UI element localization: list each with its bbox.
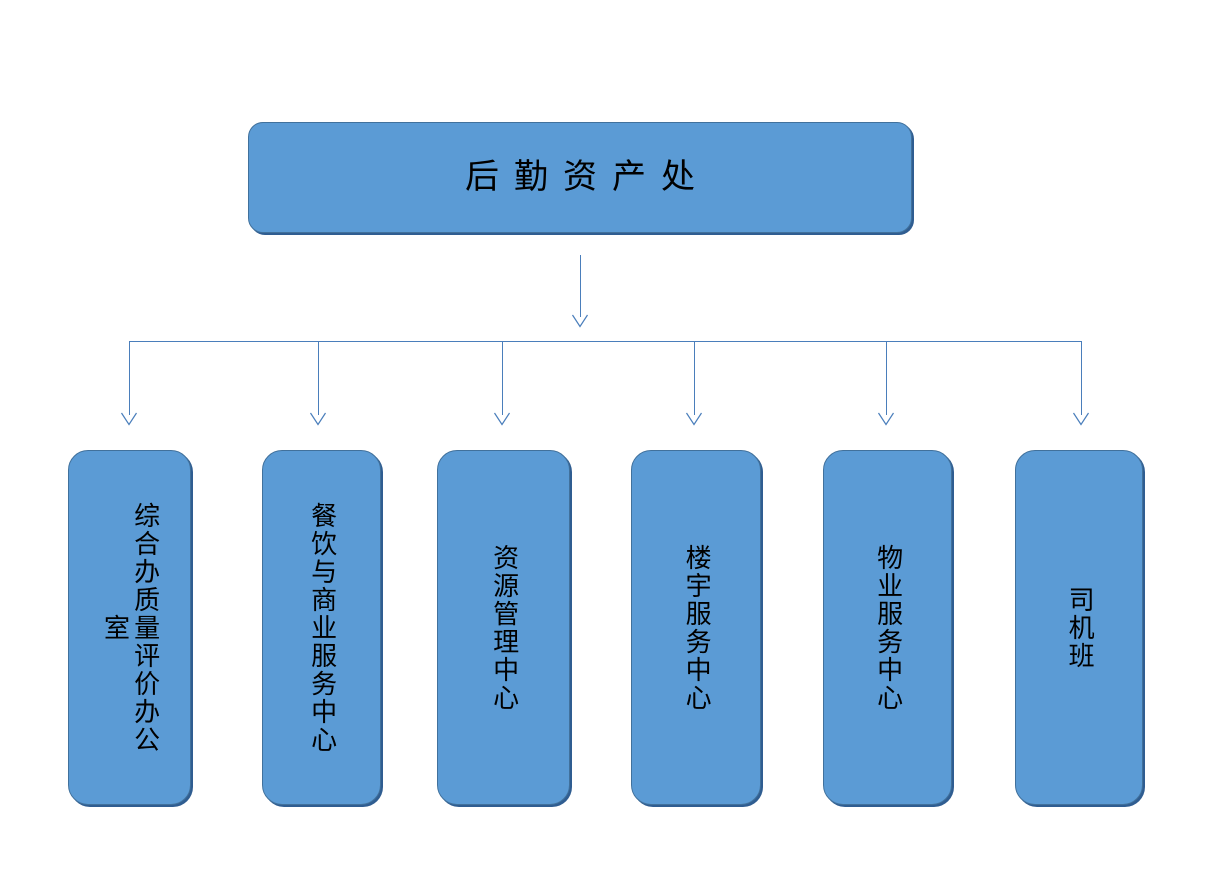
connector-drop-4 bbox=[694, 341, 695, 415]
org-node-child-3-label: 资源管理中心 bbox=[488, 543, 519, 712]
down-arrow-icon-2 bbox=[309, 412, 327, 426]
org-node-child-6-label: 司机班 bbox=[1064, 585, 1095, 670]
org-node-root-label: 后勤资产处 bbox=[465, 156, 710, 197]
org-node-root[interactable]: 后勤资产处 bbox=[248, 122, 912, 233]
connector-bus bbox=[129, 341, 1082, 342]
org-node-child-4-label: 楼宇服务中心 bbox=[681, 543, 712, 712]
down-arrow-icon-4 bbox=[685, 412, 703, 426]
down-arrow-icon-stem bbox=[571, 314, 589, 328]
org-node-child-3[interactable]: 资源管理中心 bbox=[437, 450, 570, 805]
org-node-child-5-label: 物业服务中心 bbox=[872, 543, 903, 712]
org-node-child-5[interactable]: 物业服务中心 bbox=[823, 450, 952, 805]
org-node-child-4[interactable]: 楼宇服务中心 bbox=[631, 450, 761, 805]
org-node-child-2[interactable]: 餐饮与商业服务中心 bbox=[262, 450, 381, 805]
connector-stem bbox=[580, 255, 581, 317]
down-arrow-icon-5 bbox=[877, 412, 895, 426]
org-node-child-6[interactable]: 司机班 bbox=[1015, 450, 1143, 805]
connector-drop-3 bbox=[502, 341, 503, 415]
down-arrow-icon-1 bbox=[120, 412, 138, 426]
connector-drop-6 bbox=[1081, 341, 1082, 415]
org-node-child-2-label: 餐饮与商业服务中心 bbox=[306, 501, 337, 754]
org-node-child-1[interactable]: 综合办质量评价办公室 bbox=[68, 450, 191, 805]
down-arrow-icon-6 bbox=[1072, 412, 1090, 426]
connector-drop-1 bbox=[129, 341, 130, 415]
org-node-child-1-label: 综合办质量评价办公室 bbox=[99, 501, 160, 754]
down-arrow-icon-3 bbox=[493, 412, 511, 426]
connector-drop-5 bbox=[886, 341, 887, 415]
connector-drop-2 bbox=[318, 341, 319, 415]
